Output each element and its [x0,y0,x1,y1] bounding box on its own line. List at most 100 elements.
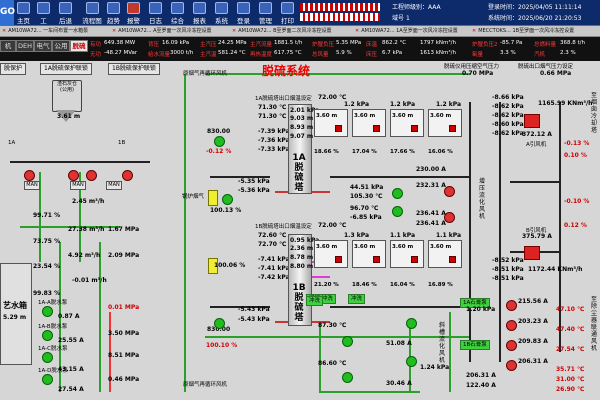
login-time: 登录时间：2025/04/05 11:11:14 [488,4,582,11]
flush-button-3[interactable]: 冲洗 [306,296,324,306]
recirc-fan-icon[interactable] [214,318,225,329]
nav-button-machine[interactable]: 机 [0,40,16,52]
toolbar-button-system[interactable]: 系统 [212,1,231,25]
dewater-pump-icon[interactable] [42,352,53,363]
toolbar-button-flowchart[interactable]: 流程图 [80,1,104,25]
process-water-tank: 艺水箱 5.29 m [0,263,32,365]
id-fan-b[interactable] [524,246,540,260]
cell-a3[interactable]: 3.60 m [390,109,424,137]
to-dust-collector-label: 至除尘器联通风机 [590,296,597,352]
transfer-pump-icon[interactable] [506,300,517,311]
dewater-pump-icon[interactable] [42,330,53,341]
grid-icon [171,2,184,14]
absorber-cells-b: 1.3 kPa 1.1 kPa 1.1 kPa 3.60 m 3.60 m 3.… [314,232,462,288]
slurry-pump-1c-icon[interactable] [444,212,455,223]
user-icon [237,2,250,14]
report-icon [193,2,206,14]
flowchart-icon [85,2,99,14]
toolbar-button-alarm[interactable]: 报警 [124,1,143,25]
tab-2[interactable]: ✕AM10WA72... A至罗面一次风冷冻控设置 [112,28,212,34]
dewater-pump-icon[interactable] [42,306,53,317]
pump-icon[interactable] [86,170,97,181]
flush-button-2[interactable]: 冲洗 [348,294,366,304]
system-icon [215,2,228,14]
vertical-label-left: 增压流化风机 [478,178,485,220]
circulation-pump-icon[interactable] [392,206,403,217]
operator-label: 工程师级别： [392,4,429,11]
cell-b2[interactable]: 3.60 m [352,240,386,268]
tab-4[interactable]: ✕AM10WA72... 1A至罗面一次风冷冻控设置 [355,28,458,34]
circulation-pump-icon[interactable] [392,188,403,199]
alarm-bar-2 [300,13,380,21]
id-fan-a[interactable] [524,114,540,128]
cell-b1[interactable]: 3.60 m [314,240,348,268]
gypsum-pump-1a-button[interactable]: 1A石膏泵 [460,298,490,308]
toolbar-button-back[interactable]: 后退 [56,1,75,25]
alarm-icon [127,2,140,14]
gypsum-pump-icon[interactable] [342,336,353,347]
status-strip [0,37,600,61]
transfer-pump-icon[interactable] [506,340,517,351]
cell-b3[interactable]: 3.60 m [390,240,424,268]
gypsum-pump-icon[interactable] [342,372,353,383]
cell-a4[interactable]: 3.60 m [428,109,462,137]
nav-button-deh[interactable]: DEH [16,40,34,52]
tower-1a[interactable]: 2.01 kPa 1A脱硫塔 [288,104,319,194]
slurry-pump-1a-icon[interactable] [444,186,455,197]
printer-icon [281,2,294,14]
toolbar-button-report[interactable]: 报表 [190,1,209,25]
manual-button[interactable]: MAN [70,181,86,190]
transfer-pump-icon[interactable] [506,360,517,371]
duct-label-top: 原烟气再循环风机 [183,71,228,77]
vacuum-pump-icon[interactable] [406,318,417,329]
vacuum-pump-icon[interactable] [406,356,417,367]
area-value: 1 [405,15,410,22]
silo-cone [56,110,76,122]
pump-icon[interactable] [24,170,35,181]
nav-button-desulfurization[interactable]: 脱硫 [70,40,88,52]
pump-icon[interactable] [122,170,133,181]
1a-protection-interlock-button[interactable]: 1A脱硫保护联锁 [40,63,92,75]
air-pressure-label: 脱硫仪用压缩空气压力 [444,64,500,70]
nav-button-electrical[interactable]: 电气 [34,40,52,52]
toolbar-button-login[interactable]: 登录 [234,1,253,25]
page-title: 脱硫系统 [262,64,311,78]
1b-protection-interlock-button[interactable]: 1B脱硫保护联锁 [108,63,160,75]
toolbar-button-log[interactable]: 日志 [146,1,165,25]
alarm-bar [300,3,380,11]
toolbar-button-work[interactable]: 工 [34,1,53,25]
toolbar-button-manage[interactable]: 管理 [256,1,275,25]
transfer-pump-icon[interactable] [506,320,517,331]
cell-b4[interactable]: 3.60 m [428,240,462,268]
protection-button[interactable]: 脱保护 [0,63,27,75]
home-icon [17,2,30,14]
damper-a[interactable] [208,190,218,206]
cell-a1[interactable]: 3.60 m [314,109,348,137]
silo-level-value: 3.61 m [57,113,81,120]
tower-a-header: 1A脱硫塔出口烟温设定 [255,96,312,102]
tab-1[interactable]: ✕AM10WA72... 一车间布置一水箱泵 [2,28,89,34]
pump-icon[interactable] [68,170,79,181]
tab-5[interactable]: ✕MECCTOKS... 1B至罗面一次风冷冻控设置 [472,28,575,34]
window-tabs [0,26,600,37]
recirc-fan-icon[interactable] [214,136,225,147]
manual-button[interactable]: MAN [24,181,40,190]
manual-button[interactable]: MAN [106,181,122,190]
damper-b[interactable] [208,258,218,274]
back-arrow-icon [59,2,72,14]
settings-icon [259,2,272,14]
nav-button-common[interactable]: 公用 [52,40,70,52]
toolbar-button-trend[interactable]: 趋势 [104,1,123,25]
gypsum-pump-1b-button[interactable]: 1B石膏泵 [460,340,490,350]
dewater-pump-icon[interactable] [42,374,53,385]
toolbar-button-print[interactable]: 打印 [278,1,297,25]
cell-a2[interactable]: 3.60 m [352,109,386,137]
tab-3[interactable]: ✕AM10WA72... B至罗面二次风冷冻控设置 [232,28,332,34]
toolbar-button-home[interactable]: 主页 [14,1,33,25]
toolbar-button-summary[interactable]: 综合 [168,1,187,25]
pipe-network [10,73,561,393]
tower-b-header: 1B脱硫塔出口烟温设定 [255,224,312,230]
tower-1b[interactable]: 0.95 kPa 1B脱硫塔 [288,234,319,326]
damper-motor-icon[interactable] [222,194,233,205]
